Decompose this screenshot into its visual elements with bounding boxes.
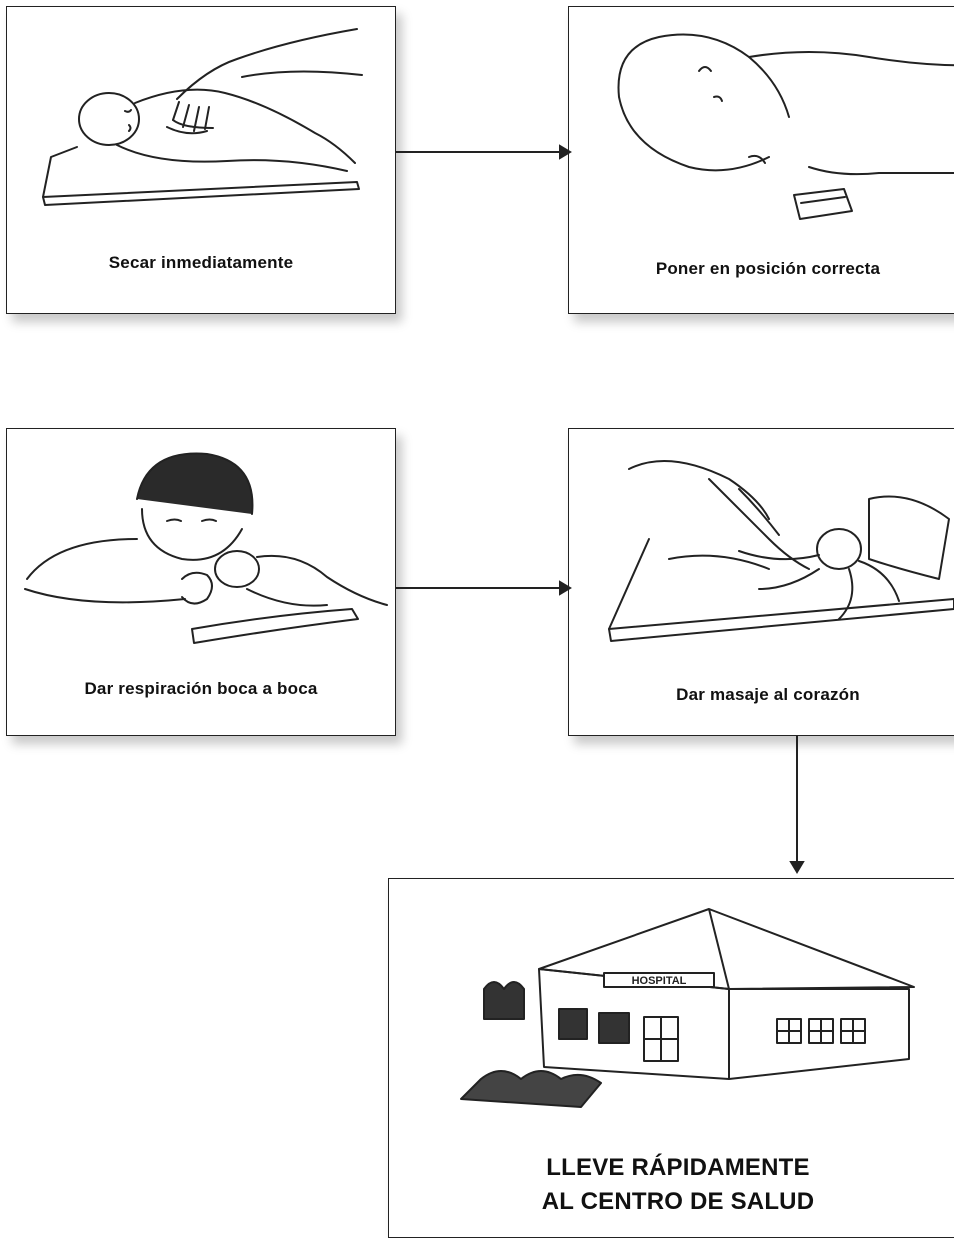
hospital-building-icon: HOSPITAL: [460, 908, 915, 1108]
step-caption: Secar inmediatamente: [108, 253, 294, 272]
heart-massage-icon: [608, 460, 954, 642]
step-card-heart-massage: Dar masaje al corazón: [568, 428, 954, 736]
drying-baby-icon: [42, 28, 363, 206]
hospital-sign: HOSPITAL: [632, 975, 687, 987]
final-caption: LLEVE RÁPIDAMENTE AL CENTRO DE SALUD: [389, 1151, 954, 1219]
final-card-hospital: HOSPITAL LLEVE RÁPIDAMENTE AL CENTRO DE …: [388, 878, 954, 1238]
baby-head-position-icon: [617, 33, 954, 220]
step-caption: Dar masaje al corazón: [676, 685, 860, 704]
arrowhead-icon: [789, 861, 805, 874]
step-card-breathing: Dar respiración boca a boca: [6, 428, 396, 736]
final-caption-line2: AL CENTRO DE SALUD: [541, 1188, 815, 1215]
step-card-dry: Secar inmediatamente: [6, 6, 396, 314]
step-caption: Dar respiración boca a boca: [84, 679, 318, 698]
final-caption-line1: LLEVE RÁPIDAMENTE: [546, 1154, 810, 1181]
step-card-position: Poner en posición correcta: [568, 6, 954, 314]
mouth-to-mouth-icon: [24, 452, 388, 644]
step-caption: Poner en posición correcta: [655, 259, 881, 278]
